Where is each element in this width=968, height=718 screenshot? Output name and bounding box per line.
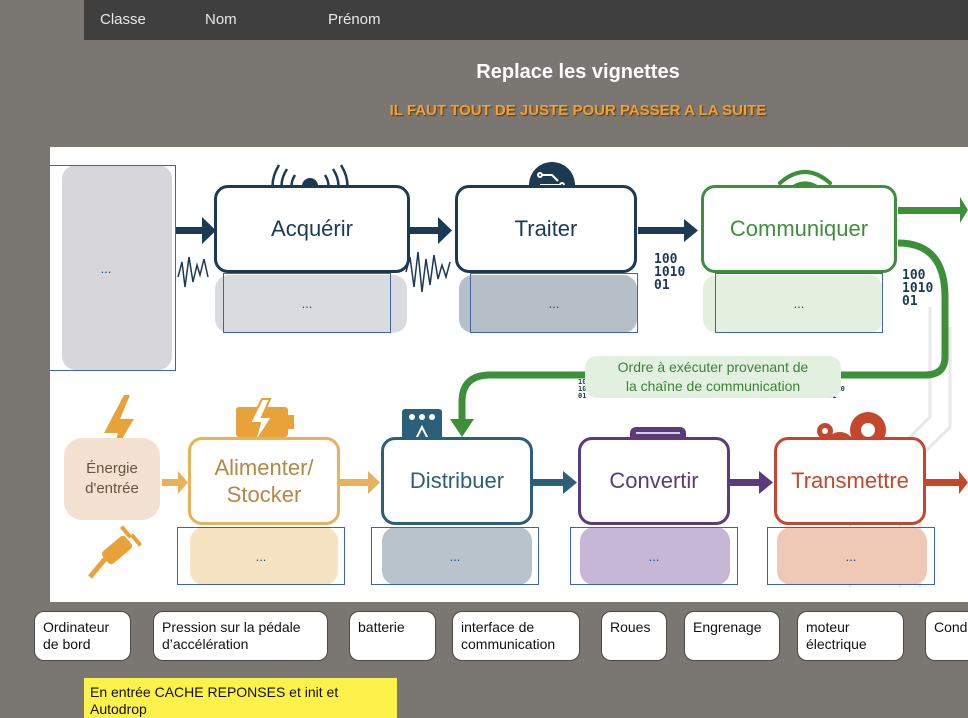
communiquer-pill: [703, 275, 883, 333]
traiter-pill: [459, 275, 637, 333]
chip-engrenage[interactable]: Engrenage: [684, 611, 780, 661]
energy-arrows: [162, 471, 968, 494]
order-note: Ordre à exécuter provenant de la chaîne …: [585, 356, 841, 398]
convertir-pill: [580, 527, 730, 585]
binary-data-1: 100 1010 01: [654, 252, 686, 293]
chip-moteur-electrique[interactable]: moteur électrique: [797, 611, 904, 661]
communication-arrows: [450, 197, 968, 437]
stage-acquerir: Acquérir: [214, 185, 410, 273]
battery-icon: [236, 398, 294, 446]
distribuer-pill: [382, 527, 532, 585]
header-classe: Classe: [100, 11, 146, 28]
transmettre-pill: [777, 527, 927, 585]
dropzone-traiter[interactable]: ...: [470, 273, 638, 333]
chip-batterie[interactable]: batterie: [349, 611, 436, 661]
chip-roues[interactable]: Roues: [601, 611, 667, 661]
dropzone-acquerir[interactable]: ...: [223, 273, 391, 333]
header-prenom: Prénom: [328, 11, 381, 28]
chip-interface-communication[interactable]: interface de communication: [452, 611, 580, 661]
dropzone-alimenter[interactable]: ...: [177, 527, 345, 585]
plug-icon: [88, 525, 143, 579]
stage-distribuer: Distribuer: [381, 437, 533, 525]
alimenter-pill: [190, 527, 338, 585]
stage-convertir: Convertir: [578, 437, 730, 525]
functional-chain-diagram: Acquérir Traiter Communiquer Énergie d'e…: [50, 147, 968, 602]
acquerir-pill: [215, 275, 407, 333]
dropzone-convertir[interactable]: ...: [570, 527, 738, 585]
stage-traiter: Traiter: [455, 185, 637, 273]
chip-ordinateur-de-bord[interactable]: Ordinateur de bord: [34, 611, 131, 661]
source-pill: [62, 165, 172, 370]
stage-alimenter-stocker: Alimenter/ Stocker: [188, 437, 340, 525]
stage-communiquer: Communiquer: [701, 185, 897, 273]
dropzone-distribuer[interactable]: ...: [371, 527, 539, 585]
instructions-note: En entrée CACHE REPONSES et init et Auto…: [84, 678, 397, 718]
header-bar: Classe Nom Prénom: [84, 0, 968, 40]
page-subtitle: IL FAUT TOUT DE JUSTE POUR PASSER A LA S…: [389, 102, 767, 119]
dropzone-transmettre[interactable]: ...: [767, 527, 935, 585]
energy-input: Énergie d'entrée: [64, 438, 160, 520]
binary-data-2: 100 1010 01: [902, 268, 934, 309]
chip-cond[interactable]: Cond: [925, 611, 968, 661]
page-title: Replace les vignettes: [476, 61, 680, 83]
header-nom: Nom: [205, 11, 237, 28]
information-arrows: [175, 217, 698, 293]
dropzone-source[interactable]: ...: [50, 165, 176, 371]
chip-pression-pedale[interactable]: Pression sur la pédale d’accélération: [153, 611, 328, 661]
lightning-icon: [104, 395, 134, 459]
stage-transmettre: Transmettre: [774, 437, 926, 525]
dropzone-communiquer[interactable]: ...: [715, 273, 883, 333]
